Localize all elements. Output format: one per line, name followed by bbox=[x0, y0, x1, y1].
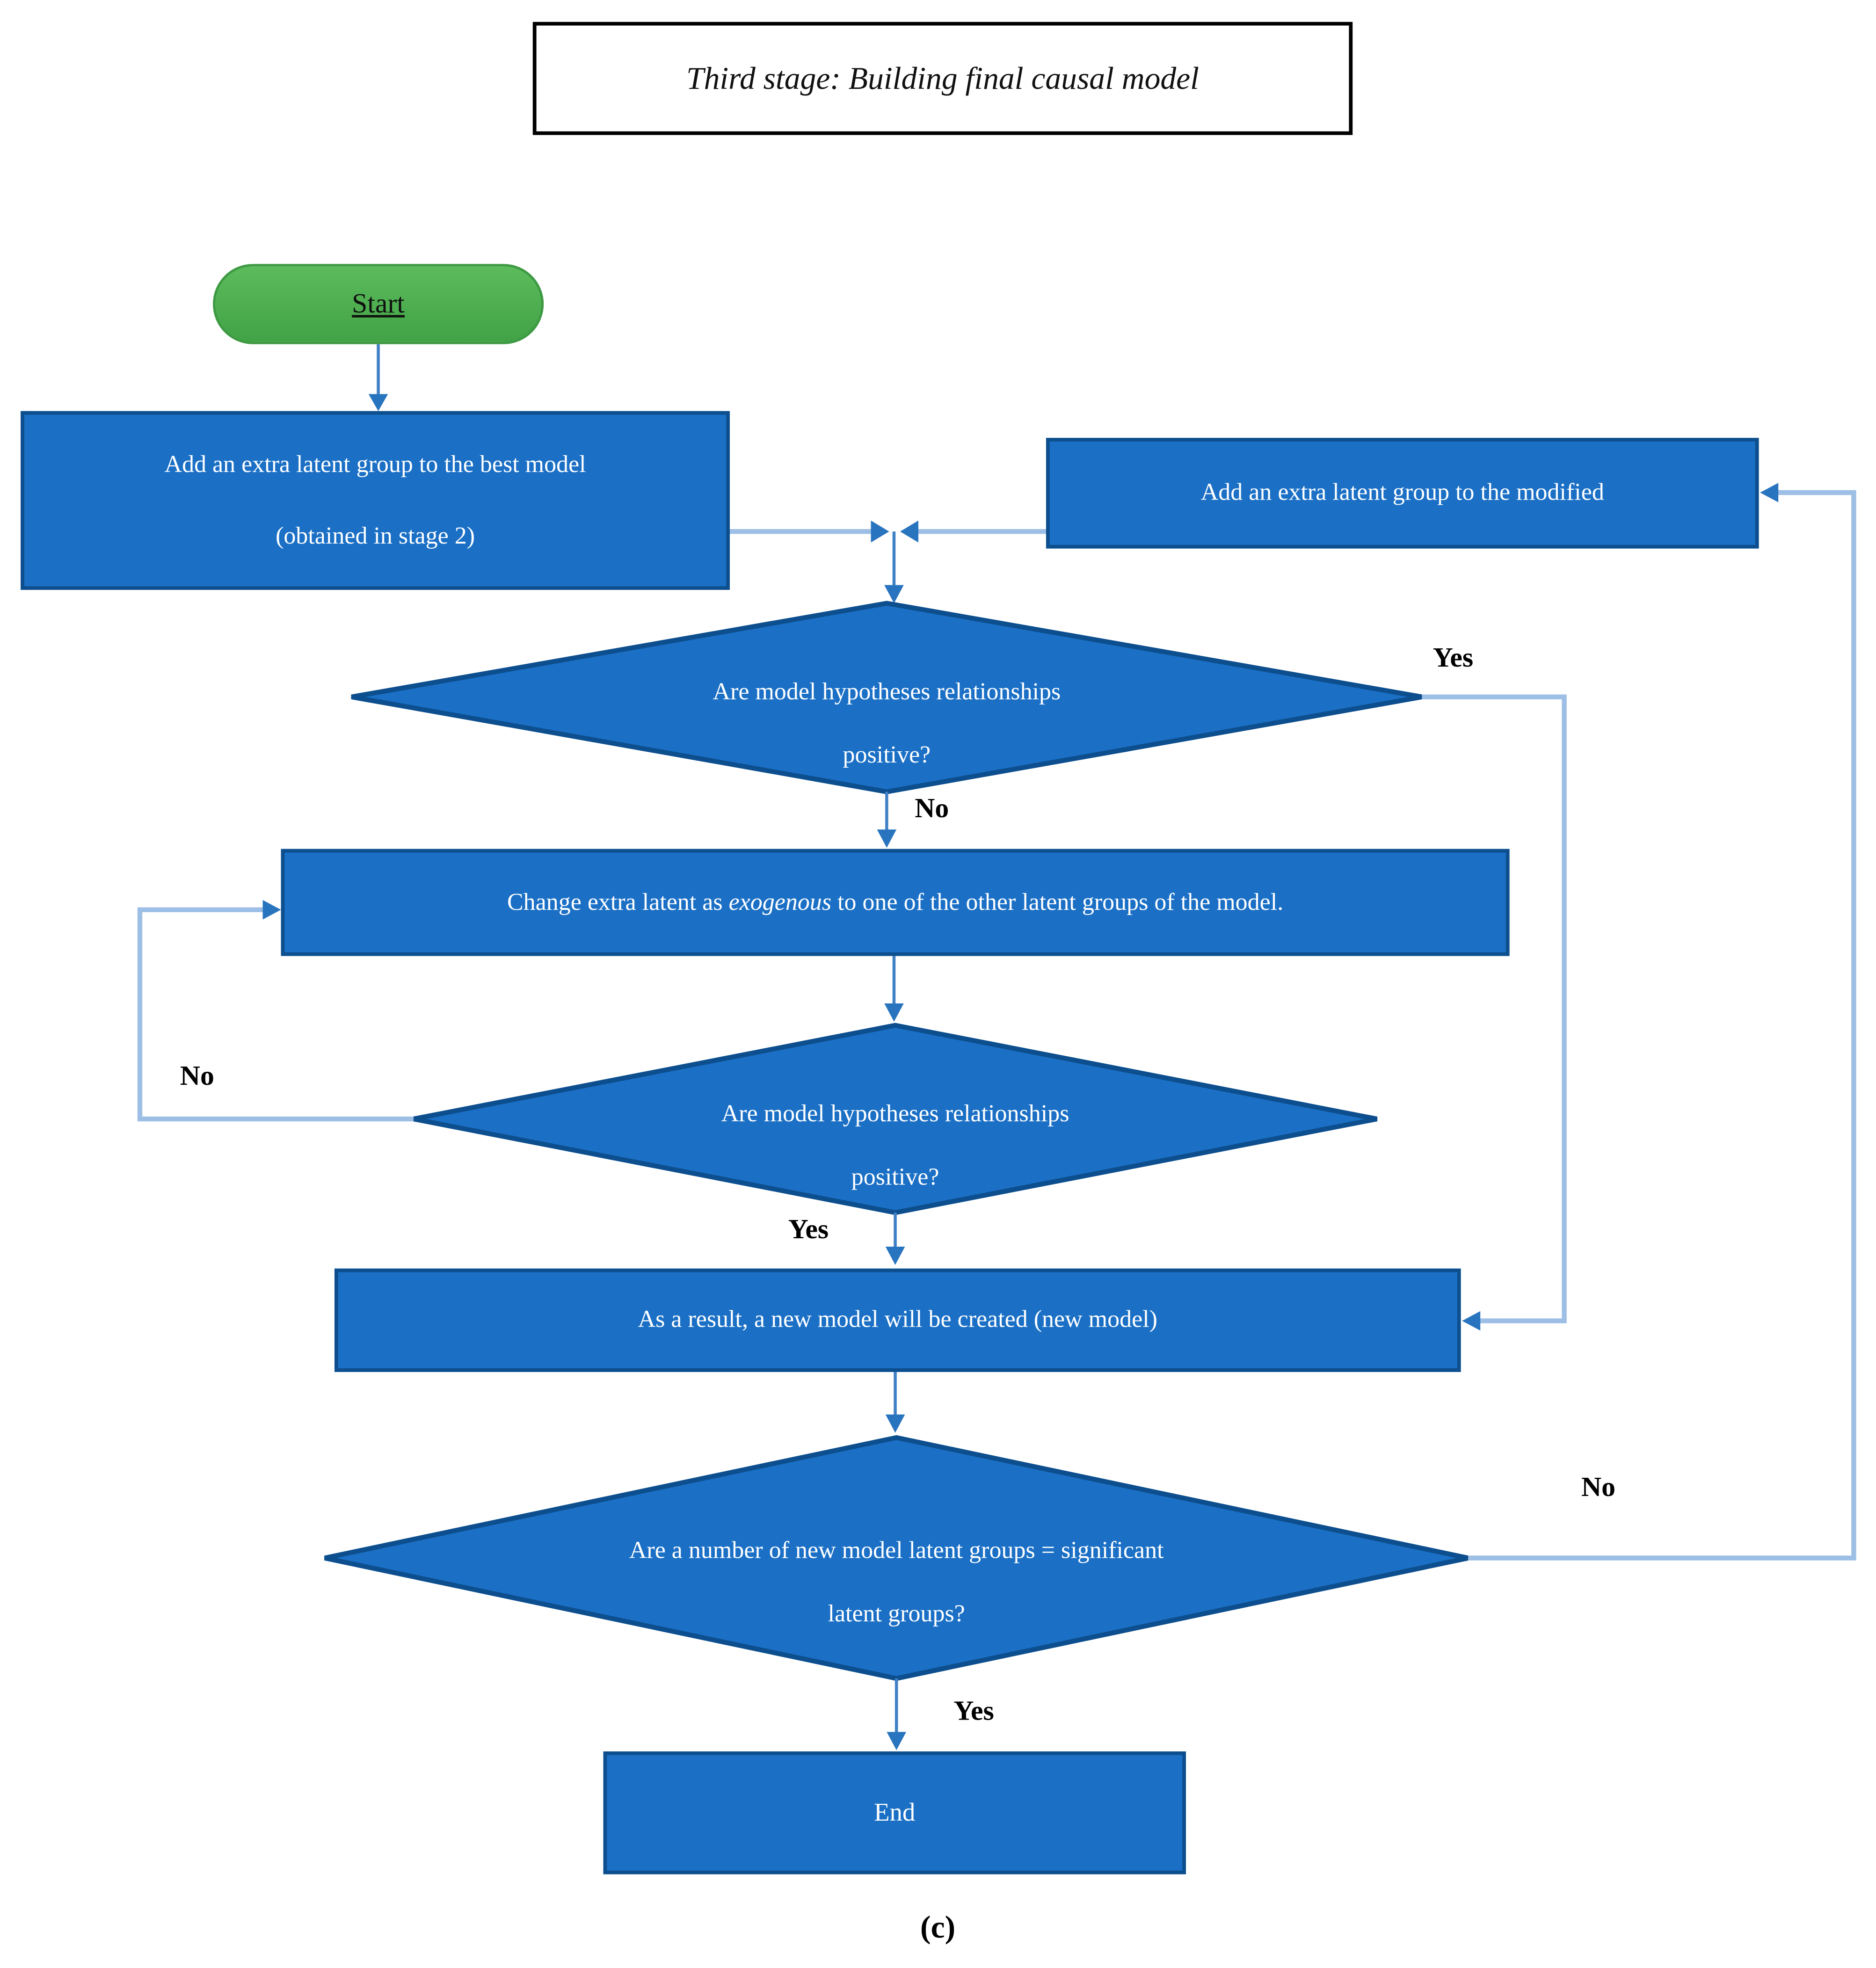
arrowhead-decision3-yes bbox=[887, 1732, 906, 1750]
start-node: Start bbox=[212, 264, 544, 344]
arrowhead-decision1-yes-into-new-model bbox=[1462, 1311, 1481, 1331]
change-latent-emphasis: exogenous bbox=[728, 888, 832, 915]
change-latent-pre: Change extra latent as bbox=[507, 888, 729, 915]
title-text: Third stage: Building final causal model bbox=[686, 60, 1199, 96]
end-label: End bbox=[874, 1797, 916, 1827]
figure-caption: (c) bbox=[920, 1909, 956, 1945]
label-decision1-no: No bbox=[915, 793, 949, 824]
edge-decision2-no-loop bbox=[137, 907, 414, 1122]
arrowhead-decision2-yes bbox=[885, 1247, 905, 1265]
node-add-modified: Add an extra latent group to the modifie… bbox=[1046, 437, 1759, 549]
node-add-best-model: Add an extra latent group to the best mo… bbox=[21, 411, 730, 590]
arrowhead-decision1-no bbox=[877, 829, 897, 848]
arrowhead-add-best-junction bbox=[871, 520, 889, 543]
decision3-shape bbox=[324, 1435, 1469, 1681]
label-decision2-yes: Yes bbox=[788, 1213, 829, 1244]
decision2-shape bbox=[413, 1023, 1378, 1215]
arrowhead-start-to-add-best bbox=[368, 394, 388, 411]
title-box: Third stage: Building final causal model bbox=[532, 22, 1353, 135]
edge-decision1-yes-loop bbox=[1422, 694, 1567, 1323]
node-change-latent: Change extra latent as exogenous to one … bbox=[281, 849, 1510, 956]
node-new-model: As a result, a new model will be created… bbox=[334, 1268, 1461, 1372]
label-decision1-yes: Yes bbox=[1432, 642, 1474, 673]
node-change-latent-label: Change extra latent as exogenous to one … bbox=[507, 888, 1283, 916]
change-latent-post: to one of the other latent groups of the… bbox=[831, 888, 1284, 915]
start-label: Start bbox=[352, 288, 405, 319]
label-decision3-yes: Yes bbox=[953, 1695, 994, 1726]
edge-decision3-no-loop bbox=[1468, 490, 1856, 1561]
arrowhead-add-modified-junction bbox=[900, 520, 918, 543]
end-node: End bbox=[603, 1751, 1186, 1874]
label-decision3-no: No bbox=[1581, 1472, 1616, 1502]
arrowhead-decision3-no-into-add-modified bbox=[1760, 483, 1779, 502]
arrowhead-junction-decision1 bbox=[884, 585, 904, 603]
label-decision2-no: No bbox=[180, 1060, 214, 1091]
node-new-model-label: As a result, a new model will be created… bbox=[638, 1306, 1157, 1333]
arrowhead-change-latent-decision2 bbox=[884, 1003, 904, 1022]
decision1-shape bbox=[351, 601, 1423, 794]
arrowhead-new-model-decision3 bbox=[885, 1414, 905, 1433]
node-add-best-line2: (obtained in stage 2) bbox=[276, 522, 475, 549]
node-add-modified-label: Add an extra latent group to the modifie… bbox=[1200, 479, 1604, 506]
arrowhead-decision2-no-into-change-latent bbox=[262, 900, 281, 920]
node-add-best-line1: Add an extra latent group to the best mo… bbox=[164, 450, 586, 478]
